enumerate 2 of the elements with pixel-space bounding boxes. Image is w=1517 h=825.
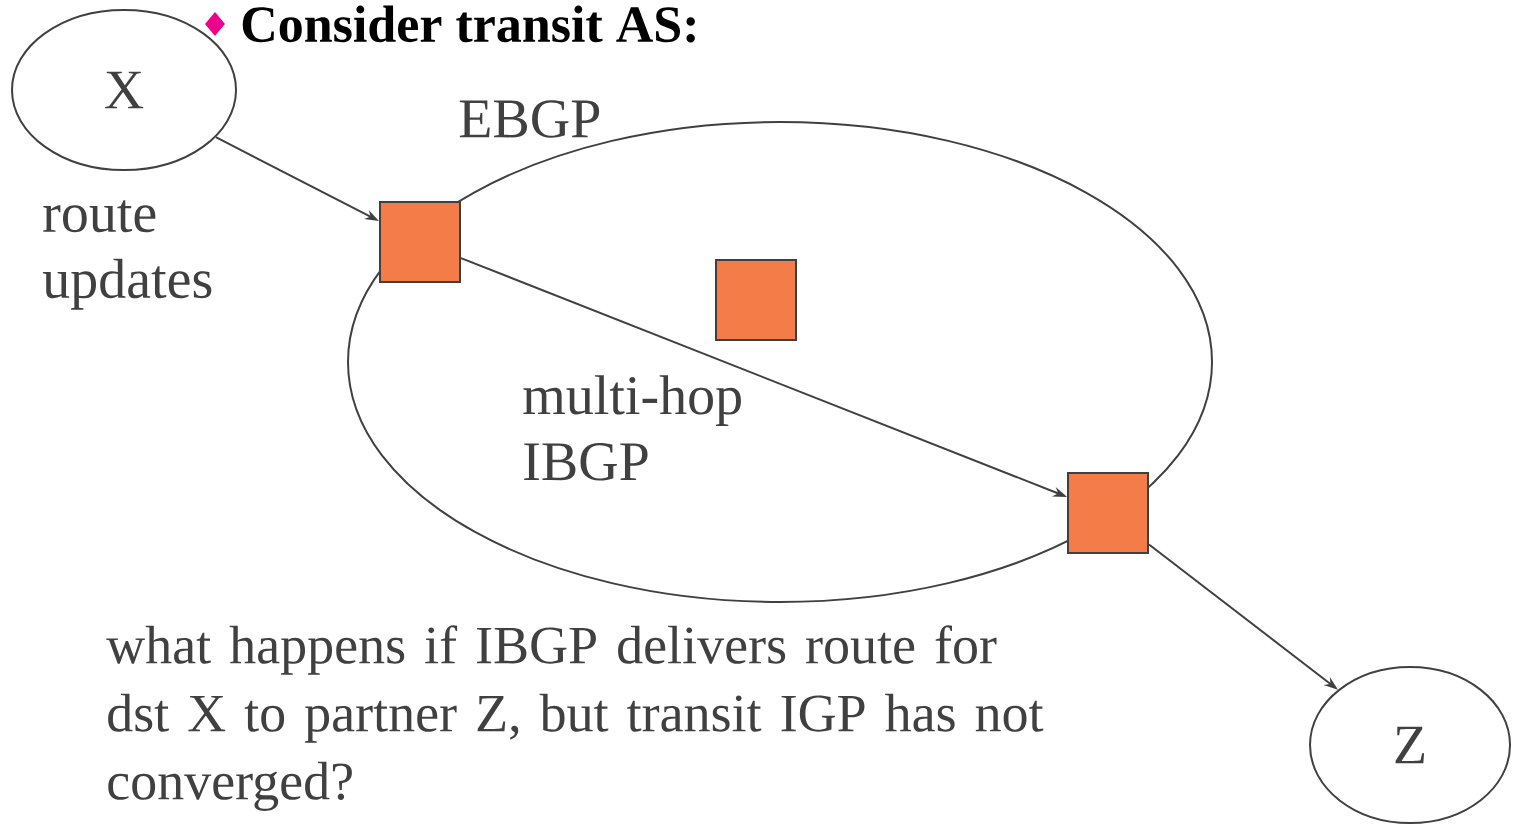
router-box <box>715 259 797 341</box>
slide-title: Consider transit AS: <box>242 5 695 43</box>
